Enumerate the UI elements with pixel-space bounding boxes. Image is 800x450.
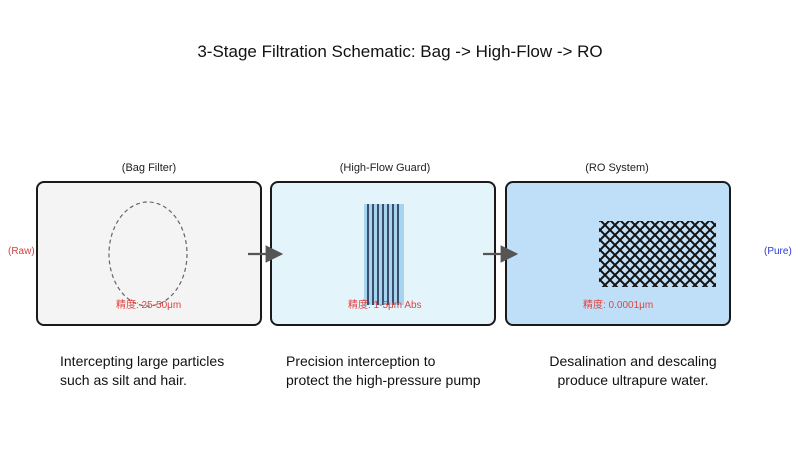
ro-precision: 精度: 0.0001μm (583, 300, 654, 311)
bag-filter-description-line2: such as silt and hair. (60, 372, 187, 388)
bag-filter-description-line1: Intercepting large particles (60, 353, 225, 369)
stage-label-ro-system: (RO System) (585, 162, 649, 174)
pure-water-label: (Pure) (764, 246, 792, 257)
high-flow-description: Precision interception to protect the hi… (286, 352, 481, 390)
bag-filter-precision: 精度: 25-50μm (116, 300, 182, 311)
stage-label-high-flow-guard: (High-Flow Guard) (339, 162, 431, 174)
diagram-title: 3-Stage Filtration Schematic: Bag -> Hig… (197, 42, 603, 61)
high-flow-precision: 精度: 1-5μm Abs (348, 300, 422, 311)
ro-description: Desalination and descaling produce ultra… (543, 352, 723, 390)
high-flow-description-line2: protect the high-pressure pump (286, 372, 481, 388)
bag-filter-icon (108, 201, 188, 307)
ro-membrane-icon (599, 221, 716, 287)
ro-description-line2: produce ultrapure water. (557, 372, 709, 388)
high-flow-cartridge-icon (364, 204, 404, 305)
ro-description-line1: Desalination and descaling (549, 353, 717, 369)
bag-filter-description: Intercepting large particles such as sil… (60, 352, 224, 390)
stage-label-bag-filter: (Bag Filter) (121, 162, 177, 174)
raw-water-label: (Raw) (8, 246, 35, 257)
high-flow-description-line1: Precision interception to (286, 353, 436, 369)
